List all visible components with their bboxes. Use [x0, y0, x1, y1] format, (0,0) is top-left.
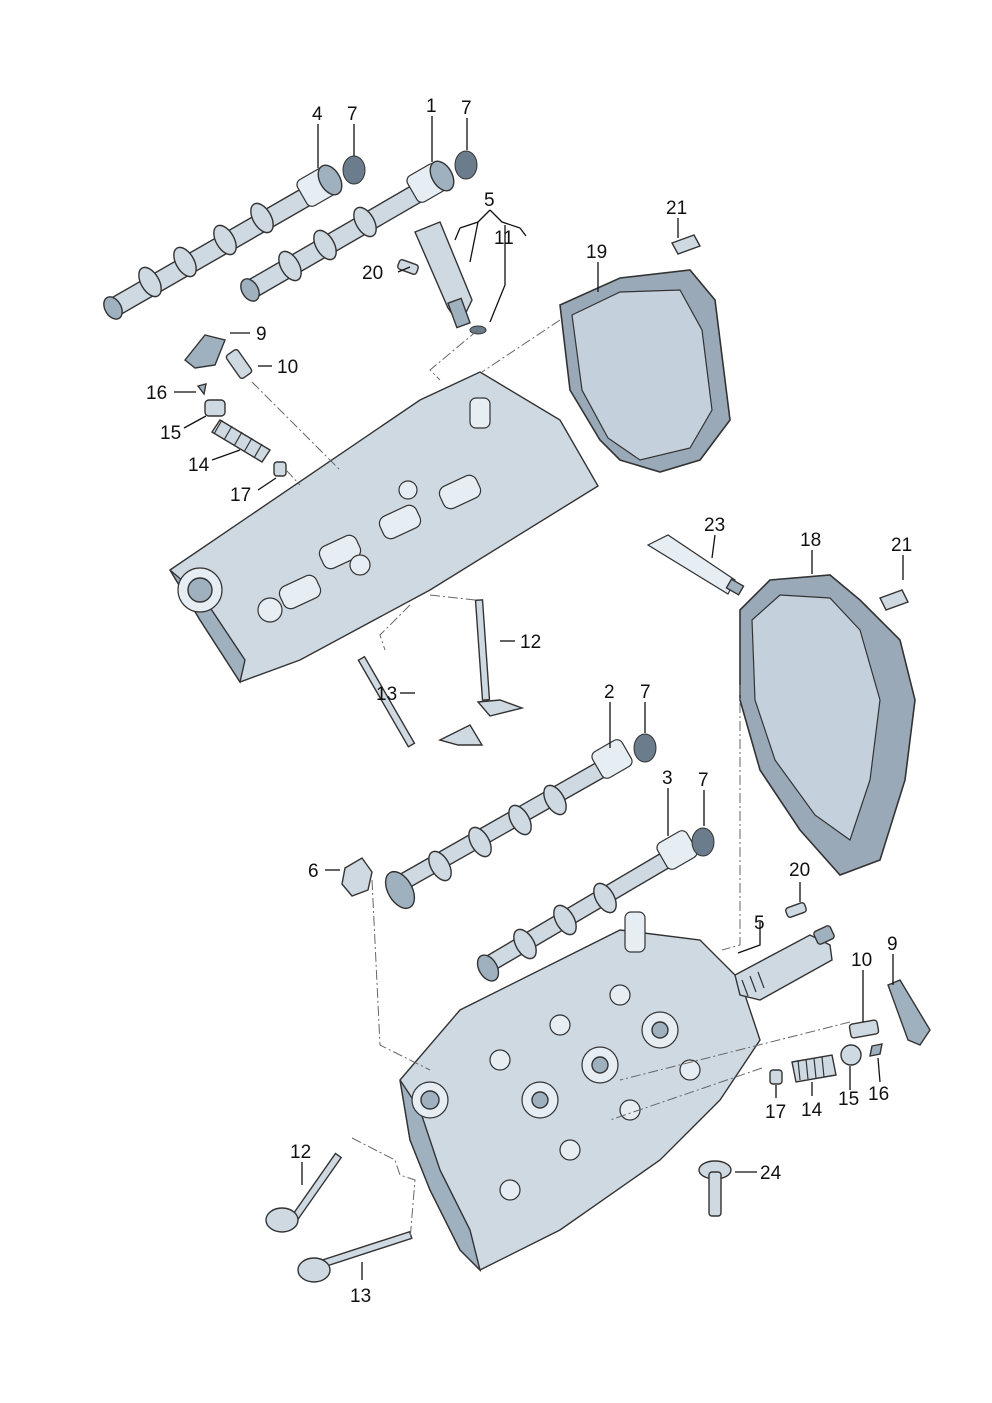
- camshaft-adjuster-solenoid-part-5-lower: [734, 925, 835, 1001]
- callout-18: 18: [800, 530, 821, 551]
- callout-7-a: 7: [347, 104, 358, 125]
- bolt-part-20-lower: [785, 902, 807, 918]
- callout-12-lower: 12: [290, 1142, 311, 1163]
- guide-line-upper-4: [379, 604, 411, 651]
- callout-21-lower: 21: [891, 535, 912, 556]
- guide-pin-part-24: [698, 1160, 732, 1217]
- callout-20-lower: 20: [789, 860, 810, 881]
- bolt-part-20-upper: [397, 259, 419, 275]
- callout-17-upper: 17: [230, 485, 251, 506]
- guide-line-upper-5: [429, 594, 476, 601]
- guide-line-lower-5: [609, 1067, 763, 1121]
- spring-retainer-part-15-upper: [204, 399, 226, 417]
- callout-14-lower: 14: [801, 1100, 823, 1121]
- camshaft-part-4: [103, 164, 343, 320]
- callout-11: 11: [494, 228, 514, 249]
- exhaust-valve-part-12-lower: [265, 1152, 343, 1233]
- callout-13-lower: 13: [350, 1286, 371, 1307]
- guide-line-lower-2: [721, 685, 741, 951]
- callout-5-lower: 5: [754, 913, 765, 934]
- callout-23: 23: [704, 515, 725, 536]
- cylinder-head-cover-part-19: [559, 234, 731, 473]
- roller-rocker-arm-part-9-lower: [887, 979, 931, 1046]
- callout-14-upper: 14: [188, 455, 210, 476]
- guide-line-lower-1: [371, 879, 431, 1071]
- callout-15-upper: 15: [160, 423, 181, 444]
- roller-rocker-arm-part-9-upper: [184, 334, 226, 369]
- guide-line-upper-3: [251, 381, 341, 471]
- spring-retainer-part-15-lower: [840, 1044, 862, 1066]
- valve-spring-part-14-lower: [791, 1054, 837, 1083]
- callout-3: 3: [662, 768, 673, 789]
- camshaft-adjuster-solenoid-part-5-upper: [414, 221, 487, 335]
- callout-6: 6: [308, 861, 319, 882]
- callout-13-upper: 13: [376, 684, 397, 705]
- lower-cylinder-head-assembly: [265, 534, 931, 1283]
- leader-lines: [174, 116, 904, 1280]
- camshaft-part-2: [384, 739, 633, 910]
- hydraulic-lifter-part-10-upper: [225, 348, 253, 380]
- valve-stem-seal-part-17-upper: [273, 461, 287, 477]
- valve-spring-part-14-upper: [211, 419, 271, 463]
- callout-24: 24: [760, 1163, 782, 1184]
- callout-9-lower: 9: [887, 934, 898, 955]
- o-ring-part-7-c: [633, 733, 657, 763]
- callout-9-upper: 9: [256, 324, 267, 345]
- intake-valve-part-13-lower: [297, 1230, 413, 1283]
- callout-labels: 4 7 1 7 5 11 21 19 20 9 10 16 15 14 17 1…: [146, 96, 912, 1307]
- callout-7-d: 7: [698, 770, 709, 791]
- intake-valve-part-13-upper: [357, 655, 484, 748]
- hex-bolt-part-21-upper: [670, 234, 702, 255]
- guide-line-lower-3: [619, 1021, 851, 1081]
- exhaust-valve-part-12-upper: [474, 599, 525, 717]
- o-ring-part-7-d: [691, 827, 715, 857]
- camshaft-part-1: [240, 160, 455, 302]
- guide-line-upper-6: [285, 469, 301, 486]
- callout-21-upper: 21: [666, 198, 687, 219]
- callout-16-lower: 16: [868, 1084, 889, 1105]
- callout-20-upper: 20: [362, 263, 383, 284]
- callout-10-lower: 10: [851, 950, 872, 971]
- guide-line-upper-2: [481, 319, 561, 373]
- hydraulic-lifter-part-10-lower: [848, 1019, 880, 1039]
- valve-cotter-part-16-lower: [869, 1043, 883, 1057]
- callout-7-b: 7: [461, 98, 472, 119]
- sealant-tube-part-23: [646, 534, 745, 596]
- valve-cotter-part-16-upper: [196, 383, 207, 396]
- upper-cylinder-head-assembly: [103, 150, 731, 748]
- callout-16-upper: 16: [146, 383, 167, 404]
- camshaft-part-3: [476, 830, 698, 982]
- callout-19: 19: [586, 242, 607, 263]
- callout-2: 2: [604, 682, 615, 703]
- callout-5-upper: 5: [484, 190, 495, 211]
- callout-10-upper: 10: [277, 357, 298, 378]
- callout-15-lower: 15: [838, 1089, 859, 1110]
- valve-stem-seal-part-17-lower: [769, 1069, 783, 1085]
- cylinder-head-lower: [399, 911, 761, 1273]
- callout-4: 4: [312, 104, 323, 125]
- guide-line-lower-4: [351, 1137, 416, 1241]
- cylinder-head-upper: [169, 371, 599, 684]
- o-ring-part-7-b: [454, 150, 478, 180]
- callout-12-upper: 12: [520, 632, 541, 653]
- callout-17-lower: 17: [765, 1102, 786, 1123]
- o-ring-part-7-a: [342, 155, 366, 185]
- hex-bolt-part-21-lower: [879, 589, 909, 611]
- callout-1: 1: [426, 96, 437, 117]
- cylinder-head-cover-part-18: [739, 574, 916, 876]
- guide-line-upper-1: [429, 329, 479, 381]
- callout-7-c: 7: [640, 682, 651, 703]
- sealing-plug-part-6: [341, 857, 373, 897]
